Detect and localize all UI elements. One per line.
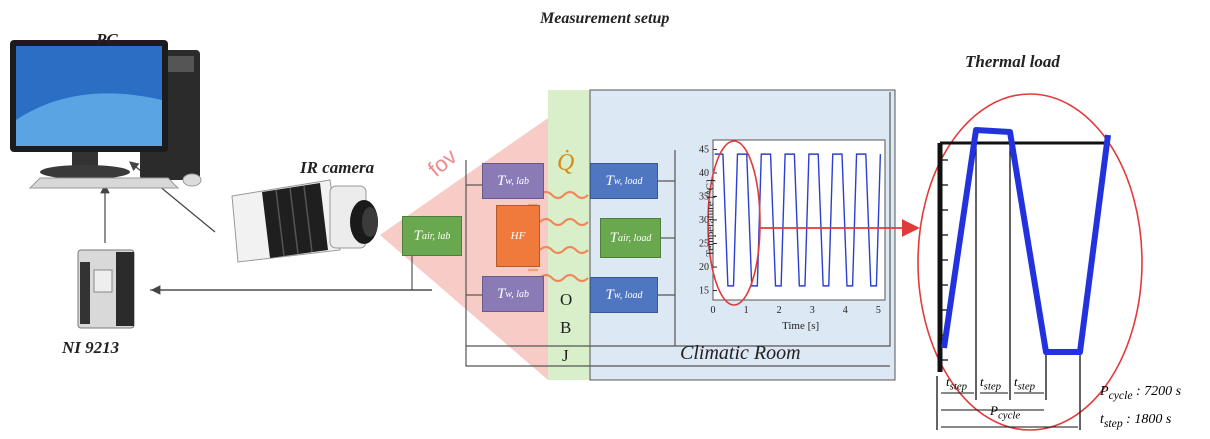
obj-letter-j: J <box>562 346 569 365</box>
inset-xtick-label: 5 <box>876 305 881 316</box>
inset-xlabel: Time [s] <box>782 320 820 332</box>
inset-highlight-ellipse <box>707 140 761 306</box>
t-step-value: tstep : 1800 s <box>1100 412 1172 430</box>
pc-label: PC <box>96 30 118 49</box>
inset-xtick-label: 1 <box>744 305 749 316</box>
obj-strip <box>548 90 590 380</box>
climatic-room-label: Climatic Room <box>680 342 801 364</box>
heat-flux-symbol: Q̇ <box>557 150 575 176</box>
inset-ytick-label: 30 <box>699 215 709 226</box>
t-step-label-3: tstep <box>1014 374 1036 393</box>
thermal-load-title: Thermal load <box>965 52 1060 71</box>
p-cycle-label: Pcycle <box>990 403 1021 422</box>
inset-ytick-label: 40 <box>699 168 709 179</box>
inset-xtick-label: 4 <box>843 305 848 316</box>
thermal-load-plot <box>917 93 1143 431</box>
pc-illustration <box>10 40 202 189</box>
thermal-highlight-ellipse <box>917 93 1143 431</box>
obj-letter-b: B <box>560 318 572 337</box>
inset-xtick-label: 3 <box>810 305 815 316</box>
ir-camera-illustration <box>231 179 378 263</box>
t-step-label-2: tstep <box>980 374 1002 393</box>
inset-ylabel: Temperature [°C] <box>704 179 717 257</box>
inset-xtick-label: 0 <box>711 305 716 316</box>
inset-ytick-label: 45 <box>699 144 709 155</box>
ni-module-illustration <box>77 249 135 329</box>
inset-ytick-label: 25 <box>699 239 709 250</box>
inset-xtick-label: 2 <box>777 305 782 316</box>
hf-sensor-box: HF <box>496 205 540 267</box>
obj-letter-o: O <box>560 290 573 309</box>
setup-title: Measurement setup <box>540 10 670 27</box>
inset-ytick-label: 35 <box>699 191 709 202</box>
ir-camera-label: IR camera <box>300 158 375 177</box>
ni-label: NI 9213 <box>62 338 120 357</box>
inset-ytick-label: 15 <box>699 286 709 297</box>
inset-ytick-label: 20 <box>699 262 709 273</box>
t-step-label-1: tstep <box>946 374 968 393</box>
p-cycle-value: Pcycle : 7200 s <box>1100 384 1182 402</box>
